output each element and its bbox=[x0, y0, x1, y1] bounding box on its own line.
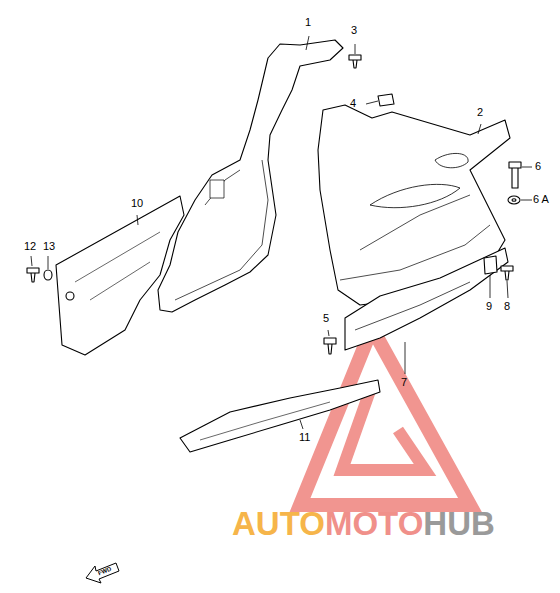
watermark-logo bbox=[300, 328, 470, 505]
floor-rail bbox=[345, 248, 508, 350]
watermark-text: MOTO bbox=[325, 506, 423, 542]
bolt bbox=[509, 162, 521, 188]
callout-number: 9 bbox=[486, 300, 492, 312]
screw bbox=[349, 55, 361, 68]
leader-lines bbox=[31, 36, 532, 429]
watermark-text: HUB bbox=[423, 506, 495, 542]
callout-number: 2 bbox=[477, 106, 483, 118]
callout-number: 11 bbox=[299, 431, 310, 443]
washer bbox=[44, 270, 52, 280]
forward-arrow bbox=[86, 563, 119, 583]
lower-strip bbox=[180, 380, 380, 452]
callout-number: 3 bbox=[351, 24, 357, 36]
callout-number: 13 bbox=[43, 240, 55, 252]
screw bbox=[324, 338, 336, 354]
callout-number: 4 bbox=[350, 97, 356, 109]
screw bbox=[501, 266, 513, 280]
callout-number: 6 bbox=[535, 160, 541, 172]
washer bbox=[508, 196, 520, 204]
callout-number: 6 A bbox=[533, 193, 549, 205]
watermark-text: AUTO bbox=[232, 506, 325, 542]
watermark: AUTOMOTOHUB bbox=[232, 506, 495, 542]
callout-number: 10 bbox=[131, 197, 143, 209]
callout-number: 8 bbox=[504, 300, 510, 312]
clip bbox=[484, 256, 497, 274]
screw bbox=[27, 268, 39, 282]
clip-nut bbox=[378, 94, 394, 106]
callout-number: 12 bbox=[24, 240, 36, 252]
leg-shield bbox=[158, 40, 343, 312]
callout-number: 1 bbox=[305, 16, 311, 28]
callout-number: 5 bbox=[323, 312, 329, 324]
callout-number: 7 bbox=[401, 376, 407, 388]
